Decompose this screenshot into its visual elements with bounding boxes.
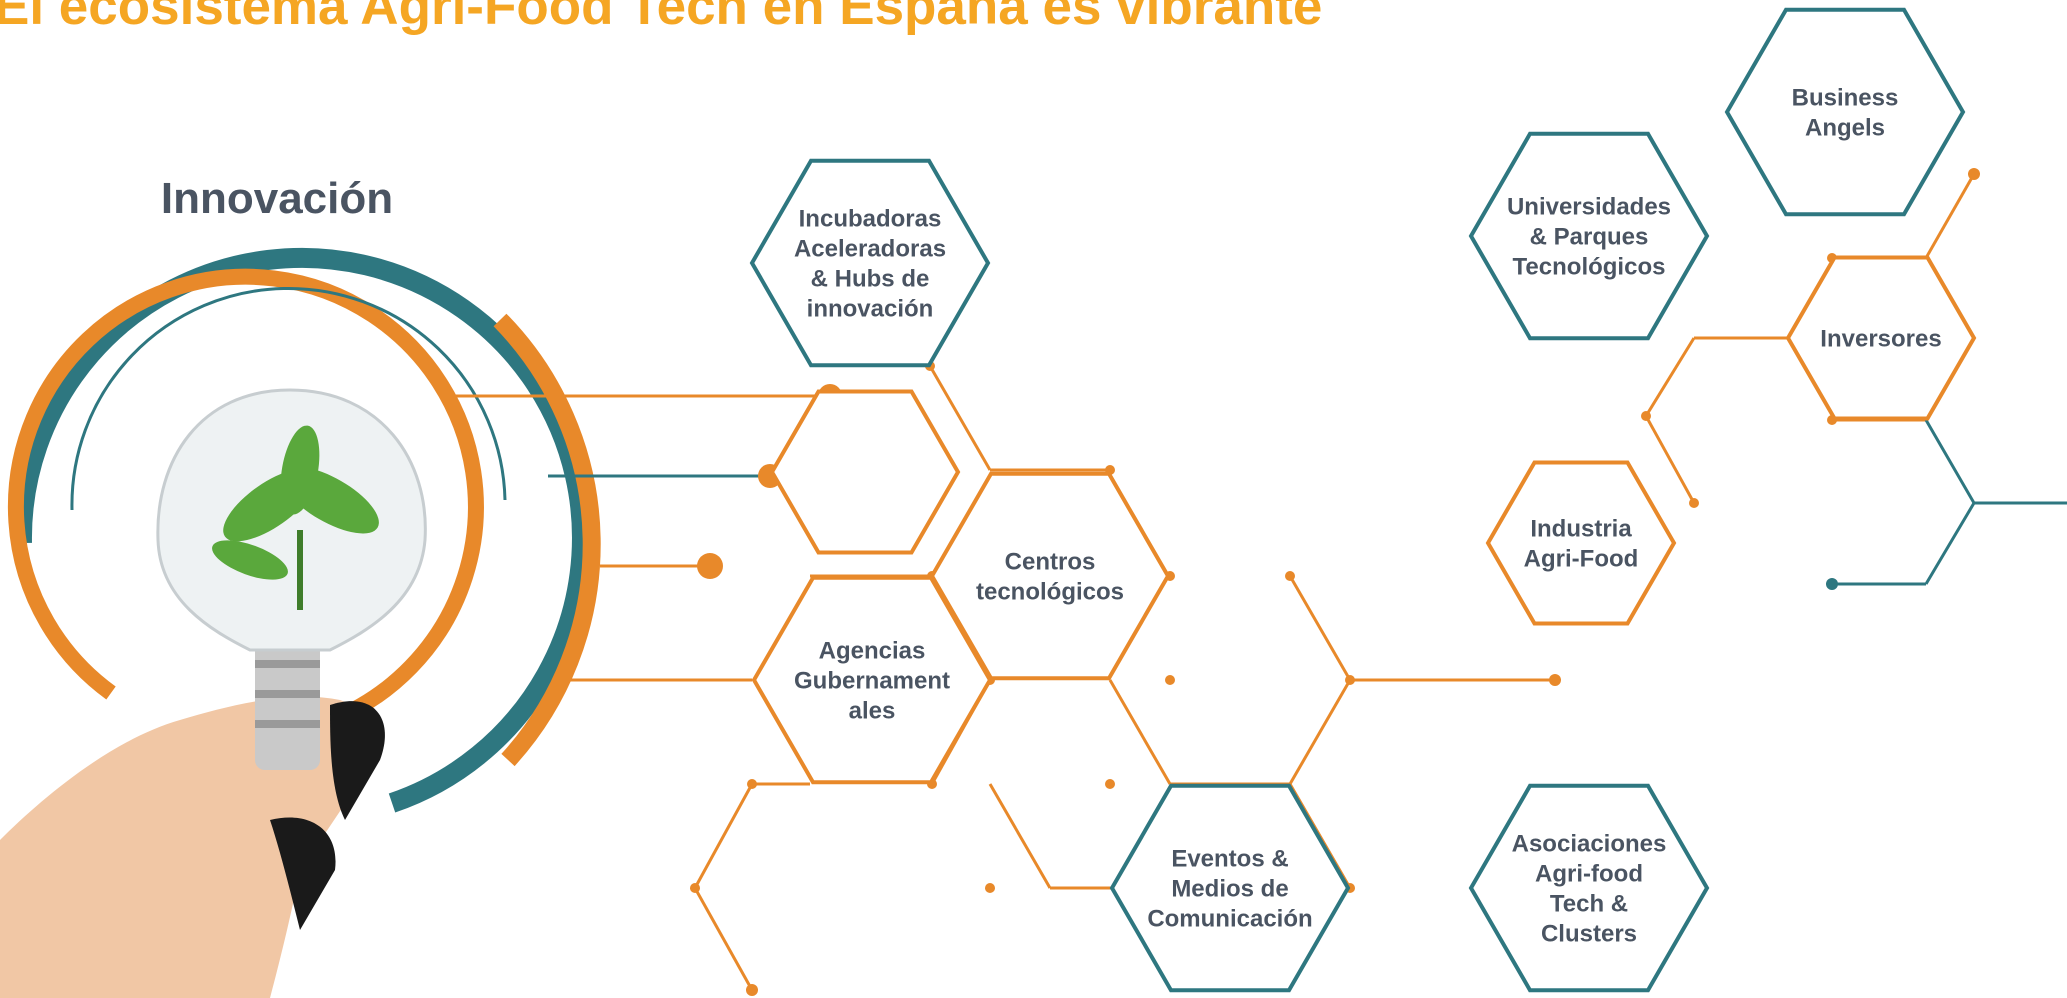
- connector-line: [1644, 337, 1696, 417]
- connector-line: [1924, 419, 1976, 504]
- connector-dot: [747, 779, 757, 789]
- hand-lightbulb-illustration: [0, 388, 427, 998]
- hexagon-label-line: Industria: [1530, 515, 1632, 542]
- connector-dot: [1549, 674, 1561, 686]
- hexagon-shape: [1724, 7, 1966, 217]
- hexagon-label-line: Gubernament: [794, 667, 950, 694]
- hexagon-shape: [1485, 460, 1677, 626]
- hexagon-shape: [769, 389, 961, 555]
- hexagon-label-line: Tecnológicos: [1513, 253, 1666, 280]
- connector-dot: [746, 984, 758, 996]
- connector-line: [693, 887, 754, 991]
- connector-dot: [690, 883, 700, 893]
- hexagon-label-line: Aceleradoras: [794, 235, 946, 262]
- connector-line: [988, 783, 1052, 889]
- hexagon-label-line: Clusters: [1541, 920, 1637, 947]
- hexagon-label-line: Eventos &: [1171, 845, 1288, 872]
- connector-dot: [1968, 168, 1980, 180]
- page-title: El ecosistema Agri-Food Tech en España e…: [0, 0, 1323, 36]
- connector-line: [1108, 679, 1172, 785]
- connector-dot: [1165, 675, 1175, 685]
- hexagon-label-line: Agri-food: [1535, 860, 1643, 887]
- connector-line: [693, 783, 754, 889]
- connector-dot: [1345, 675, 1355, 685]
- connector-dot: [1826, 578, 1838, 590]
- hexagon-eventos: Eventos & Medios de Comunicación: [1109, 783, 1351, 993]
- hexagon-blank-hexagon: [769, 389, 961, 555]
- hexagon-label-line: Centros: [1005, 548, 1096, 575]
- connector-line: [1924, 502, 1976, 585]
- hexagon-shape: [1468, 783, 1710, 993]
- hexagon-label-line: & Hubs de: [811, 265, 930, 292]
- hexagon-label-line: Agri-Food: [1524, 545, 1639, 572]
- hexagon-label-line: Angels: [1805, 114, 1885, 141]
- hexagon-label-line: & Parques: [1530, 223, 1649, 250]
- hexagon-label-line: Agencias: [819, 637, 926, 664]
- hexagon-centros: Centros tecnológicos: [929, 471, 1171, 681]
- hexagon-inversores: Inversores: [1785, 255, 1977, 421]
- connector-line: [928, 365, 992, 471]
- hexagon-label-line: tecnológicos: [976, 578, 1124, 605]
- connector-line: [1288, 575, 1352, 681]
- connector-line: [1288, 679, 1352, 785]
- hexagon-label-line: ales: [849, 697, 896, 724]
- hexagon-label-line: Incubadoras: [799, 205, 942, 232]
- hexagon-shape: [1109, 783, 1351, 993]
- hexagon-label-line: Medios de: [1171, 875, 1288, 902]
- hexagon-shape: [1468, 131, 1710, 341]
- hexagon-label-line: Asociaciones: [1512, 830, 1667, 857]
- hexagon-label-line: innovación: [807, 295, 934, 322]
- hexagon-shape: [751, 575, 993, 785]
- concentric-arcs: [7, 247, 601, 813]
- connector-dot: [697, 553, 723, 579]
- hexagon-shape: [1785, 255, 1977, 421]
- connector-dot: [1641, 411, 1651, 421]
- hexagon-label-line: Comunicación: [1147, 905, 1312, 932]
- connector-dot: [1689, 498, 1699, 508]
- hexagon-label-line: Tech &: [1550, 890, 1628, 917]
- hexagon-label-line: Universidades: [1507, 193, 1671, 220]
- hexagon-shape: [749, 158, 991, 368]
- connector-line: [1644, 415, 1696, 504]
- connector-dot: [1105, 779, 1115, 789]
- connector-line: [1924, 173, 1976, 259]
- hexagon-label-line: Inversores: [1820, 325, 1941, 352]
- innovation-label: Innovación: [161, 174, 393, 223]
- hexagon-label-line: Business: [1792, 84, 1899, 111]
- connector-dot: [985, 883, 995, 893]
- connector-dot: [1285, 571, 1295, 581]
